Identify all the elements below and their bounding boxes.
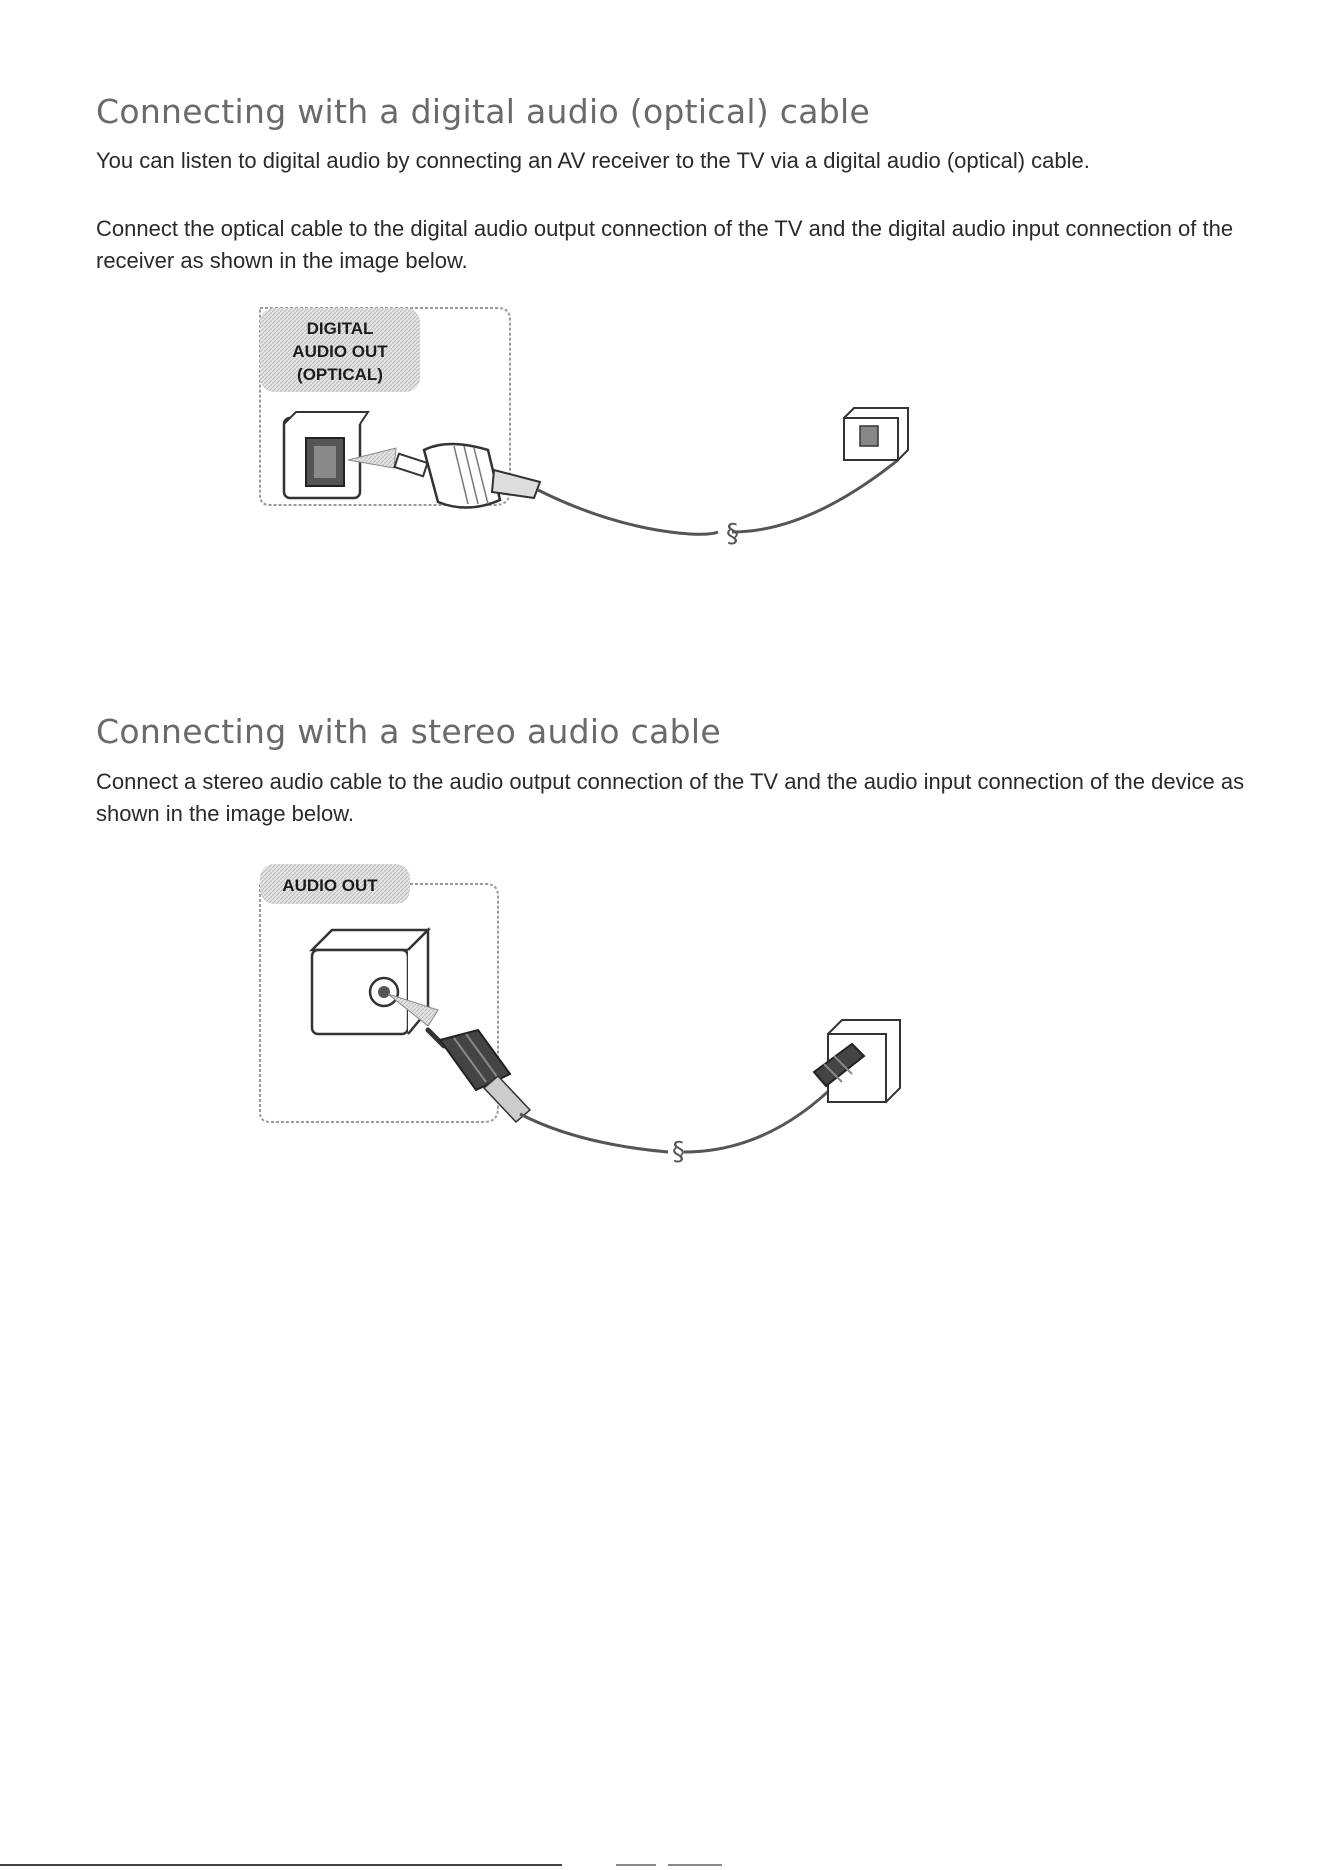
stereo-cable-break-mark: § (672, 1137, 685, 1167)
stereo-tv-port-icon (308, 926, 432, 1036)
optical-inset-panel (259, 307, 511, 506)
optical-instructions-paragraph: Connect the optical cable to the digital… (96, 216, 1234, 273)
optical-label-line-3: (OPTICAL) (297, 365, 383, 384)
footer-rule-mark (668, 1864, 722, 1866)
stereo-connection-diagram: AUDIO OUT § (248, 860, 1108, 1180)
stereo-receiver-port-icon (812, 1019, 901, 1104)
optical-label-line-2: AUDIO OUT (292, 342, 388, 361)
optical-insert-arrow-icon (347, 447, 397, 469)
optical-label-line-1: DIGITAL (307, 319, 374, 338)
stereo-port-label-box (260, 864, 410, 904)
optical-cable-break-mark: § (726, 519, 739, 549)
stereo-inset-panel (259, 883, 499, 1123)
optical-port-label-box (260, 308, 420, 392)
optical-plug-icon (393, 442, 542, 509)
stereo-insert-arrow-icon (387, 993, 439, 1027)
stereo-plug-icon (425, 1027, 532, 1124)
section-title-optical: Connecting with a digital audio (optical… (96, 92, 871, 131)
section-title-stereo: Connecting with a stereo audio cable (96, 712, 721, 751)
stereo-instructions-paragraph: Connect a stereo audio cable to the audi… (96, 769, 1245, 826)
stereo-label-line-1: AUDIO OUT (282, 876, 378, 895)
optical-connection-diagram: DIGITAL AUDIO OUT (OPTICAL) § (248, 300, 1108, 620)
footer-rule (0, 1864, 562, 1866)
footer-rule-mark (616, 1864, 656, 1866)
stereo-cable (519, 1080, 840, 1154)
optical-receiver-port-icon (842, 407, 909, 462)
optical-tv-port-icon (282, 411, 370, 500)
optical-intro-paragraph: You can listen to digital audio by conne… (96, 148, 1090, 173)
optical-cable (537, 458, 899, 536)
